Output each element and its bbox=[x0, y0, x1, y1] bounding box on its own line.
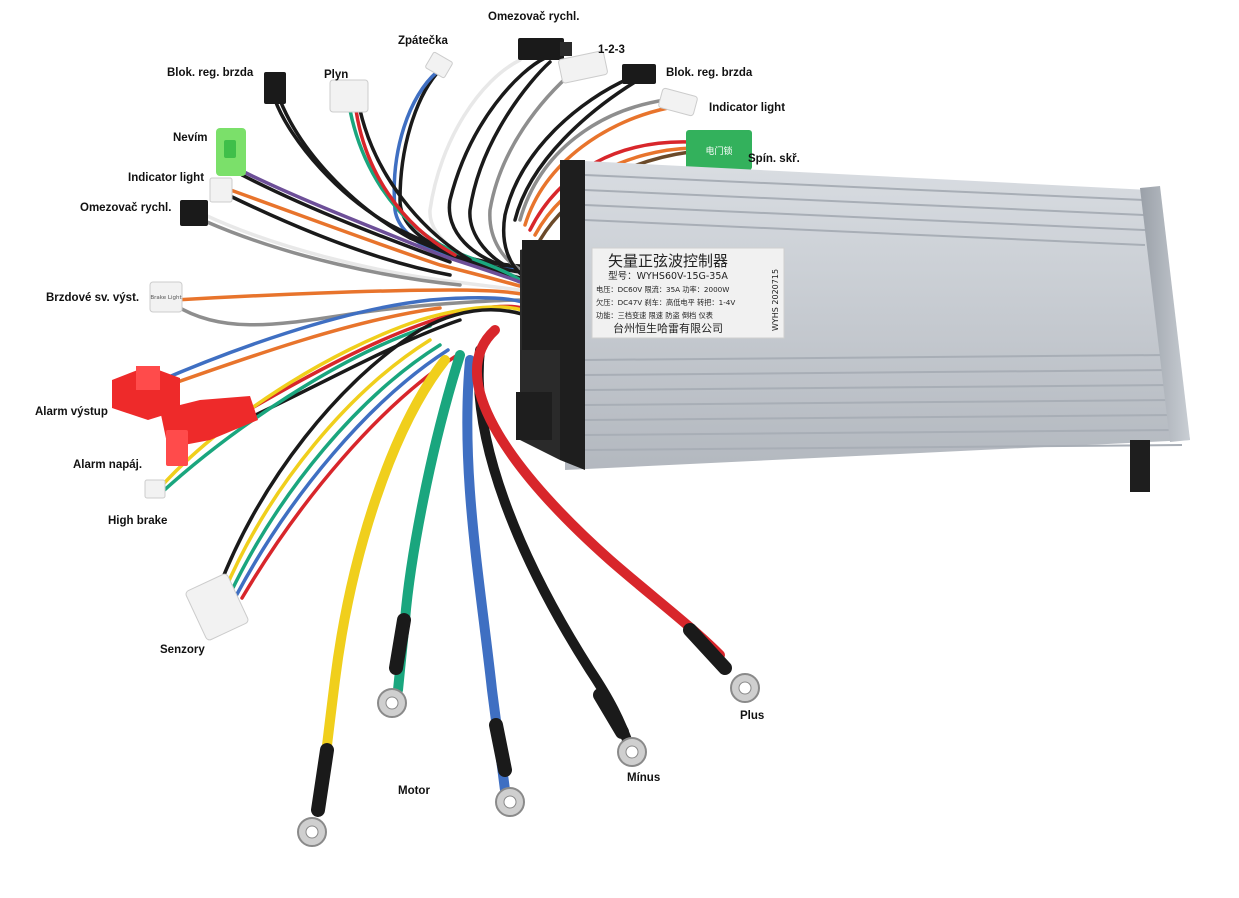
wire-senzory-1 bbox=[216, 308, 524, 592]
label-senzory: Senzory bbox=[160, 644, 205, 656]
label-indicator-right: Indicator light bbox=[709, 102, 786, 114]
label-spin-skr: Spín. skř. bbox=[748, 153, 800, 165]
connector-1-2-3 bbox=[558, 50, 608, 84]
motor-terminal-blue bbox=[489, 718, 525, 817]
wire-indicator-left bbox=[223, 186, 522, 288]
wire-brzdove-1 bbox=[173, 288, 524, 302]
wire-alarm-1 bbox=[148, 296, 524, 387]
plate-model: 型号：WYHS60V-15G-35A bbox=[608, 271, 728, 282]
plus-terminal bbox=[683, 623, 760, 703]
plate-title: 矢量正弦波控制器 bbox=[608, 252, 728, 270]
wire-senzory-4 bbox=[234, 348, 450, 598]
connector-indicator-right bbox=[658, 87, 698, 117]
connector-omezovac-top bbox=[518, 38, 564, 60]
connector-brzdove bbox=[149, 281, 183, 313]
connector-high-brake bbox=[144, 479, 166, 499]
label-omezovac-left: Omezovač rychl. bbox=[80, 202, 172, 214]
label-blok-left: Blok. reg. brzda bbox=[167, 67, 254, 79]
controller-label-plate: 矢量正弦波控制器 型号：WYHS60V-15G-35A 电压：DC60V 限流：… bbox=[591, 247, 785, 339]
wire-motor-yellow bbox=[317, 355, 450, 795]
connector-blok-left bbox=[264, 72, 286, 104]
wire-nevim bbox=[238, 168, 522, 284]
motor-terminal-yellow bbox=[297, 743, 334, 847]
connector-omezovac-left bbox=[180, 200, 208, 226]
plate-spec-1: 电压：DC60V 限流：35A 功率：2000W bbox=[596, 285, 729, 294]
controller-housing bbox=[516, 160, 1190, 492]
plate-spec-3: 功能：三档变速 限速 防盗 倒档 仪表 bbox=[596, 311, 713, 320]
plate-serial: WYHS 2020715 bbox=[771, 269, 780, 331]
label-plyn: Plyn bbox=[324, 69, 349, 81]
motor-terminal-green bbox=[377, 613, 411, 718]
wire-omezovac-top bbox=[447, 56, 547, 272]
ring-terminals bbox=[297, 613, 760, 847]
label-plus: Plus bbox=[740, 710, 765, 722]
wire-blok-right bbox=[501, 76, 632, 277]
connector-alarm-vystup bbox=[112, 366, 180, 420]
wire-plyn-3 bbox=[358, 108, 472, 262]
label-blok-right: Blok. reg. brzda bbox=[666, 67, 753, 79]
plate-spec-2: 欠压：DC47V 刹车：高低电平 转把：1-4V bbox=[596, 298, 735, 307]
label-1-2-3: 1-2-3 bbox=[598, 44, 625, 56]
label-minus: Mínus bbox=[627, 772, 661, 784]
label-brzdove: Brzdové sv. výst. bbox=[46, 292, 140, 304]
label-omezovac-top: Omezovač rychl. bbox=[488, 11, 580, 23]
plate-maker: 台州恒生哈雷有限公司 bbox=[613, 321, 723, 335]
wire-connectors: 电门锁 Brake Light bbox=[112, 38, 752, 641]
wire-senzory-3 bbox=[228, 343, 442, 596]
label-high-brake: High brake bbox=[108, 515, 168, 527]
connector-spin bbox=[686, 130, 752, 170]
wire-plus-red bbox=[471, 325, 725, 660]
wire-plyn-2 bbox=[354, 108, 457, 257]
label-nevim: Nevím bbox=[173, 132, 208, 144]
brake-light-tag-text: Brake Light bbox=[150, 295, 182, 301]
label-indicator-left: Indicator light bbox=[128, 172, 205, 184]
connector-senzory bbox=[185, 573, 249, 641]
minus-terminal bbox=[593, 688, 647, 767]
connector-plyn bbox=[329, 79, 369, 113]
switch-tag-text: 电门锁 bbox=[705, 145, 732, 157]
label-alarm-vystup: Alarm výstup bbox=[35, 406, 108, 418]
wire-omezovac-left bbox=[203, 213, 522, 292]
wire-indicator-right bbox=[518, 98, 667, 222]
connector-indicator-left bbox=[209, 177, 233, 203]
label-alarm-napaj: Alarm napáj. bbox=[73, 459, 143, 471]
wire-high-brake-2 bbox=[158, 324, 432, 496]
connector-blok-right bbox=[622, 64, 656, 84]
label-motor: Motor bbox=[398, 785, 430, 797]
connector-zpatecka bbox=[425, 51, 453, 79]
label-zpatecka: Zpátečka bbox=[398, 35, 448, 47]
wire-senzory-2 bbox=[222, 338, 432, 594]
wire-senzory-5 bbox=[240, 354, 458, 600]
